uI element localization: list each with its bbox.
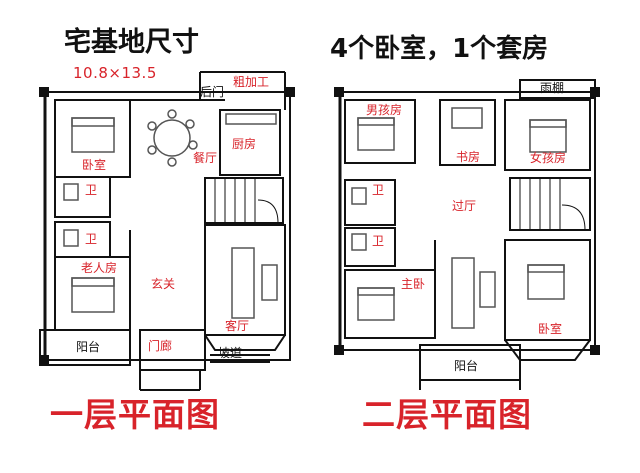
room-label-study: 书房 [456, 150, 481, 164]
room-label-bath-1: 卫 [85, 183, 98, 197]
room-label-canopy: 雨棚 [540, 81, 565, 95]
room-label-back-door: 后门 [200, 85, 225, 99]
left-plan-title: 宅基地尺寸 [64, 27, 199, 58]
room-label-balcony-upper: 阳台 [454, 359, 479, 373]
room-label-porch: 门廊 [148, 339, 173, 353]
right-plan-title: 4个卧室，1个套房 [330, 34, 549, 64]
left-floor-label: 一层平面图 [50, 395, 220, 434]
room-label-bath-upper-2: 卫 [372, 234, 385, 248]
room-label-ramp: 坡道 [218, 346, 243, 360]
room-label-boys-room: 男孩房 [366, 103, 403, 117]
left-plan-walls [39, 71, 295, 391]
room-label-bedroom: 卧室 [82, 158, 107, 172]
right-plan-walls [334, 79, 600, 390]
room-label-hall: 过厅 [452, 199, 477, 213]
room-label-bedroom-upper: 卧室 [538, 322, 563, 336]
room-label-balcony: 阳台 [76, 340, 101, 354]
room-label-master: 主卧 [401, 277, 426, 291]
room-label-elder-room: 老人房 [81, 261, 118, 275]
room-label-kitchen: 厨房 [232, 137, 257, 151]
furniture [63, 107, 567, 329]
right-floor-label: 二层平面图 [362, 395, 532, 434]
lot-dimensions: 10.8×13.5 [73, 64, 157, 82]
room-label-rough-processing: 粗加工 [233, 75, 270, 89]
room-label-living: 客厅 [225, 319, 250, 333]
room-label-girls-room: 女孩房 [530, 151, 567, 165]
stair-treads [214, 178, 586, 231]
room-label-foyer: 玄关 [151, 277, 176, 291]
room-label-bath-2: 卫 [85, 232, 98, 246]
room-label-dining: 餐厅 [193, 151, 218, 165]
room-label-bath-upper-1: 卫 [372, 183, 385, 197]
